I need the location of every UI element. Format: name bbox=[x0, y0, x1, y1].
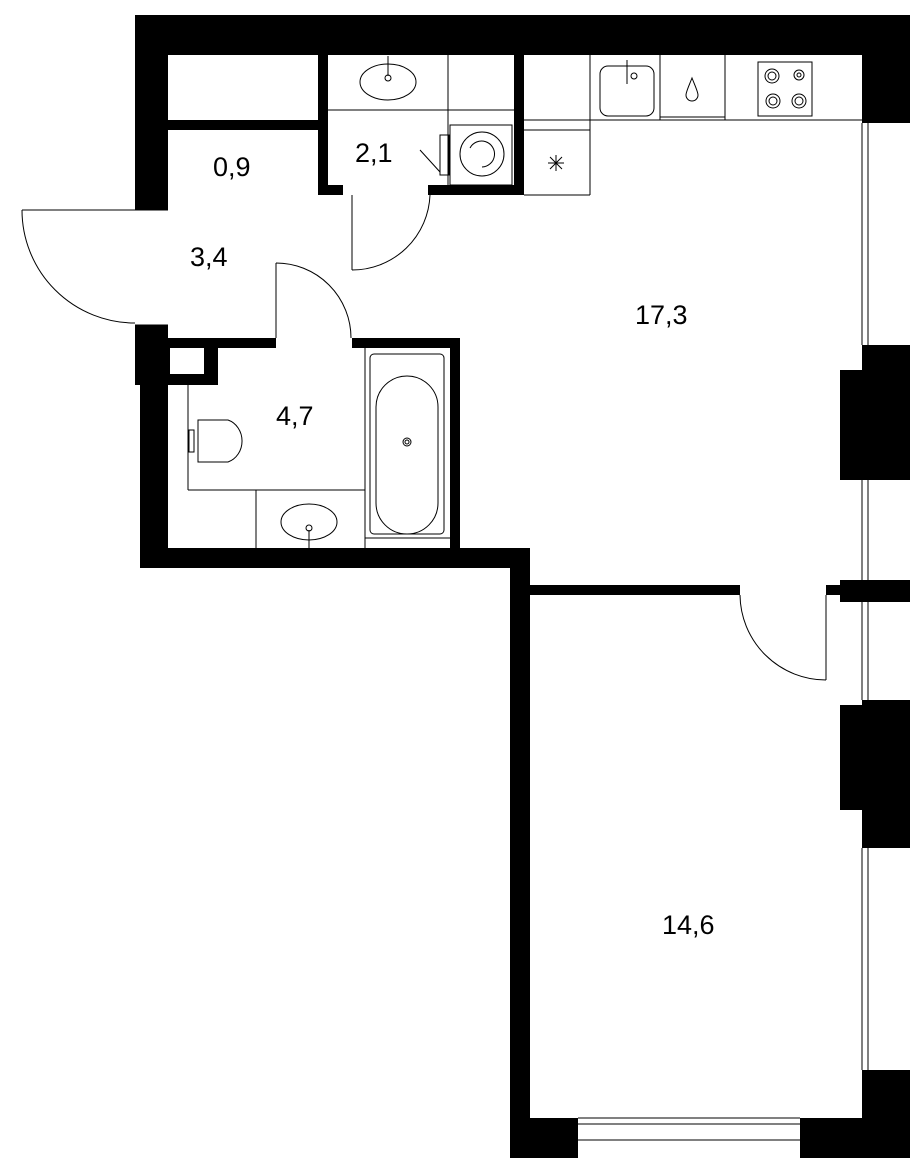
cooktop-icon bbox=[757, 61, 813, 117]
fridge-icon bbox=[548, 155, 564, 171]
room-area-bedroom: 14,6 bbox=[662, 910, 715, 940]
wall-bath-top-right bbox=[352, 338, 460, 348]
room-area-storage: 0,9 bbox=[213, 152, 251, 182]
wall-left-upper bbox=[135, 15, 168, 210]
wall-laundry-bottom-right bbox=[428, 185, 524, 195]
laundry-door bbox=[351, 194, 431, 271]
wall-bedroom-top bbox=[530, 585, 740, 595]
entrance-door bbox=[21, 209, 136, 324]
wall-top-right-pier bbox=[862, 15, 910, 123]
wall-bath-bottom bbox=[140, 548, 530, 568]
laundry-fixtures bbox=[328, 55, 514, 185]
wall-bedroom-top-right bbox=[826, 585, 846, 595]
wall-laundry-left bbox=[318, 55, 328, 195]
room-area-laundry: 2,1 bbox=[355, 138, 393, 168]
wall-bath-top-left bbox=[168, 338, 276, 348]
water-icon bbox=[685, 76, 699, 102]
wall-laundry-bottom-left bbox=[318, 185, 343, 195]
wall-left-stub bbox=[135, 325, 149, 385]
washing-machine-icon bbox=[419, 124, 513, 186]
toilet-icon bbox=[188, 419, 243, 463]
kitchen-counter bbox=[524, 55, 862, 196]
thin-lines bbox=[135, 123, 869, 1141]
wall-bath-right bbox=[450, 338, 460, 553]
wall-storage-bottom bbox=[168, 120, 320, 130]
bath-washbasin-icon bbox=[280, 503, 338, 548]
room-area-hallway: 3,4 bbox=[190, 242, 228, 272]
room-area-kitchen-living: 17,3 bbox=[635, 300, 688, 330]
wall-right-pier-3b bbox=[862, 700, 910, 848]
wall-bottom-right-pier bbox=[862, 1070, 910, 1158]
bedroom-door bbox=[739, 594, 827, 681]
walls bbox=[135, 15, 910, 1158]
bathroom-door bbox=[275, 262, 352, 339]
wall-bedroom-left bbox=[510, 548, 530, 1158]
wall-top bbox=[135, 15, 910, 55]
bathroom-counter bbox=[187, 348, 450, 548]
wall-right-pier-1b bbox=[862, 345, 910, 480]
room-area-bathroom: 4,7 bbox=[276, 401, 314, 431]
shaft-interior bbox=[170, 348, 204, 374]
bathtub-icon bbox=[369, 353, 445, 535]
wall-laundry-right bbox=[514, 55, 524, 195]
washbasin-icon bbox=[359, 56, 417, 101]
doors bbox=[21, 194, 827, 681]
kitchen-sink-icon bbox=[599, 60, 655, 117]
wall-bedroom-bottom-left bbox=[510, 1118, 578, 1158]
wall-right-pier-2 bbox=[840, 580, 910, 602]
